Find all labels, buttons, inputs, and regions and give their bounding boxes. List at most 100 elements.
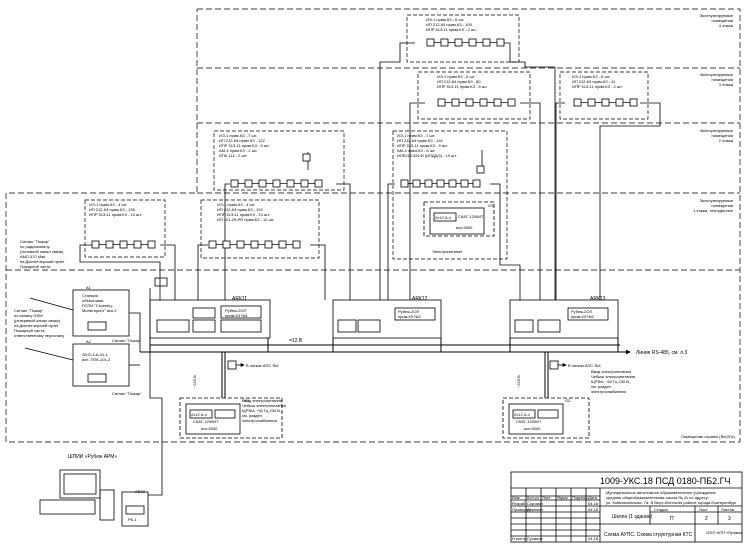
detector-device [222,240,231,249]
detector-device [91,240,100,249]
voltage-label-2: ~220 В [516,375,521,388]
psu1-bat: 2х12 А-ч [191,412,207,417]
detector-device [573,98,582,107]
ark-texts: АRК11 Рубеж-2ОП прим.КЗ №1 АRК12 Рубеж-2… [225,296,606,319]
row-nkontr-name: Суханов [527,536,543,541]
bus-voltage-label: =12 В [289,338,303,344]
listov-v: 3 [728,516,731,522]
detector-device [286,179,295,188]
stage-v: П [670,516,674,522]
detector-device [507,98,516,107]
aps-taps [227,360,567,370]
h-izm: Изм. [512,495,521,500]
zone-1b-text: ИЭ-1 прим.КЗ - 4 шт.ИП 212-64 прим.КЗ - … [217,202,274,222]
detector-device [424,179,433,188]
psu1-sub: исп.5000 [201,426,218,431]
row-razrab: Разраб. [512,501,526,506]
list-v: 2 [705,516,708,522]
radio-signal: Сигнал "Пожар"по радиоканалу(основной ка… [20,239,65,269]
h-ndoc: №док [557,495,568,500]
g3-label: G3 [488,203,494,208]
detector-device [451,98,460,107]
detector-chains [91,38,638,249]
zone-boxes [84,14,649,260]
rk-label: РК-1 [128,517,137,522]
detector-device [278,240,287,249]
aps-label-1: В линию АПС №1 [246,363,280,368]
detector-device [426,38,435,47]
psu3-sub: исп.5000 [456,225,473,230]
ark11-name: АRК11 [232,296,247,302]
main-bus [140,338,631,398]
g1-label: G1 [244,398,250,403]
org-text: Муниципальное автономное образовательное… [606,490,737,505]
company: ООО НПП «Прима» [706,530,744,535]
zone-1a-text: ИЭ-1 прим.КЗ - 4 шт.ИП 212-64 прим.КЗ - … [89,202,142,217]
detector-device [244,179,253,188]
detector-device [587,98,596,107]
detector-device [437,98,446,107]
voltage-label-1: ~220 В [192,375,197,388]
detector-device [440,38,449,47]
detector-device [264,240,273,249]
ark13-addr: прим.КЗ №3 [571,314,595,319]
detector-device [496,38,505,47]
monitoring-devices [24,277,168,496]
detector-device [208,240,217,249]
psu2-model: СКАТ-1200И7 [516,419,542,424]
detector-device [105,240,114,249]
detector-device [493,98,502,107]
detector-device [412,179,421,188]
loop-wiring [79,42,661,300]
detector-device [448,179,457,188]
h-kol: Кол.уч [527,495,539,500]
detector-device [629,98,638,107]
row-prov-date: 04.18 [588,507,599,512]
rs485-label: Линия RS-485, см. л.3 [636,350,687,356]
detector-device [250,240,259,249]
detector-device [236,240,245,249]
detector-device [302,153,311,162]
basement-label: Помещение охраны (№1004) [681,434,736,439]
row-prov-name: Деревян [527,507,543,512]
psu2-bat: 2х12 А-ч [514,412,530,417]
row-razrab-name: Сорокин [527,501,543,506]
doc-code: 1009-УКС.18 ПСД 0180-ПБ2.ГЧ [600,476,731,486]
psu2-sub: исп.5000 [524,426,541,431]
detector-device [292,240,301,249]
detector-device [465,98,474,107]
listov-h: Листов [721,507,734,512]
detector-device [472,179,481,188]
zone-2b-text: ИЭ-1 прим.КЗ - 7 шт.ИП 212-64 прим.КЗ - … [397,133,457,158]
detector-device [482,38,491,47]
stamp-texts: 1009-УКС.18 ПСД 0180-ПБ2.ГЧ Муниципально… [512,476,744,541]
detector-device [272,179,281,188]
doc-title: Схема АУПС. Схема структурная КТС [604,532,693,538]
detector-device [400,179,409,188]
pozhar-1: Сигнал "Пожар" [112,338,142,343]
pozhar-2: Сигнал "Пожар" [112,391,142,396]
row-prov: Проверил [512,507,531,512]
power-supplies [179,201,590,439]
ark11-addr: прим.КЗ №1 [225,313,249,318]
ark12-bus: Рубеж-2ОП [398,309,419,314]
g2-label: G2 [565,398,571,403]
operator-workstation [39,469,149,527]
detector-device [119,240,128,249]
aps-label-2: В линию АПС №1 [568,363,602,368]
psu1-model: СКАТ-1200И7 [193,419,219,424]
building-outline [5,8,741,443]
zone-3a-text: ИЭ-1 прим.КЗ - 6 шт.ИП 212-64 прим.КЗ - … [437,74,488,89]
detector-device [454,38,463,47]
zone-3b-text: ИЭ-1 прим.КЗ - 6 шт.ИП 212-64 прим.КЗ - … [572,74,623,89]
ark2-label: АRК2 [135,489,146,494]
row-nkontr-date: 04.18 [588,536,599,541]
